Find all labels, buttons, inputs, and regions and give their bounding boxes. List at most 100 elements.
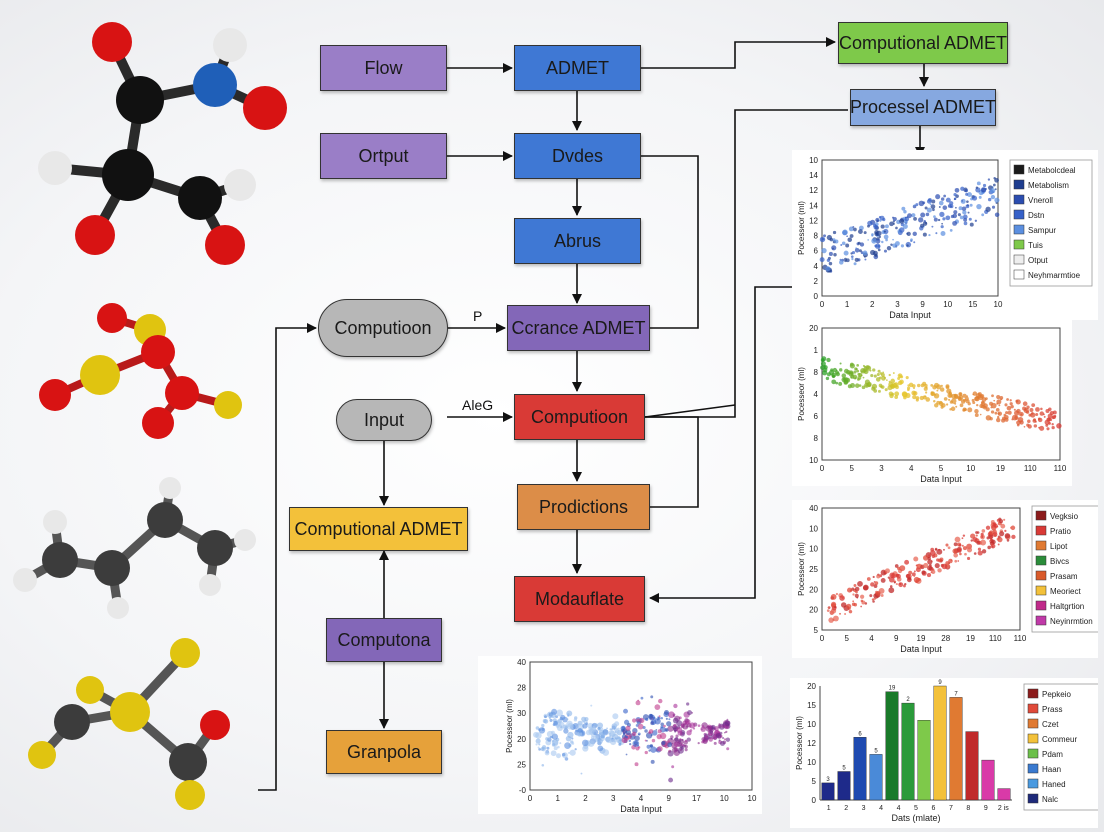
- chart3-point: [854, 586, 860, 592]
- chart1-legend-swatch: [1013, 254, 1025, 265]
- chart3-point: [1010, 525, 1016, 531]
- chart3-point: [954, 536, 961, 543]
- node-computional-admet-left[interactable]: Computional ADMET: [289, 507, 468, 551]
- chart4-point: [684, 748, 688, 752]
- chart1-point: [926, 207, 932, 213]
- node-dvdes[interactable]: Dvdes: [514, 133, 641, 179]
- chart5-x-tick: 2: [844, 805, 848, 812]
- chart3-legend-swatch: [1035, 540, 1047, 551]
- chart2-point: [860, 370, 863, 373]
- chart3-point: [888, 576, 895, 583]
- chart2-y-tick: 1: [814, 346, 819, 355]
- chart2-point: [930, 391, 934, 394]
- node-admet[interactable]: ADMET: [514, 45, 641, 91]
- chart4-point: [642, 726, 646, 730]
- chart4-point: [566, 710, 573, 717]
- chart4-point: [562, 752, 566, 757]
- node-ortput[interactable]: Ortput: [320, 133, 447, 179]
- node-input-label: Input: [363, 409, 405, 430]
- chart2-point: [825, 376, 830, 381]
- chart2-point: [820, 365, 825, 370]
- chart3-point: [852, 600, 855, 603]
- node-abrus[interactable]: Abrus: [514, 218, 641, 264]
- chart3-legend-swatch: [1035, 615, 1047, 626]
- chart5-x-tick: 4: [897, 805, 901, 812]
- chart4-point: [644, 750, 648, 755]
- chart4-point: [701, 737, 706, 742]
- chart1-legend-swatch: [1013, 224, 1025, 235]
- chart3-point: [846, 603, 852, 609]
- chart5-legend-swatch: [1027, 718, 1039, 729]
- chart2-point: [1006, 405, 1012, 411]
- chart1-point: [987, 178, 991, 181]
- chart1-point: [985, 206, 991, 212]
- chart2-point: [1013, 408, 1016, 411]
- chart3-point: [852, 593, 855, 596]
- chart4-point: [710, 724, 716, 730]
- chart1-point: [873, 225, 879, 230]
- chart1-point: [863, 231, 867, 235]
- chart5-legend-box: [1023, 683, 1098, 811]
- node-computioon-pill[interactable]: Computioon: [318, 299, 448, 357]
- chart2-point: [1056, 423, 1062, 429]
- chart2-point: [838, 381, 843, 386]
- chart4-point: [667, 725, 674, 732]
- chart3-point: [911, 572, 916, 577]
- node-computona[interactable]: Computona: [326, 618, 442, 662]
- chart2-point: [991, 394, 994, 398]
- chart2-point: [925, 397, 931, 402]
- chart3-point: [913, 576, 920, 583]
- chart3-point: [937, 568, 942, 573]
- chart5-y-label: Pocesseor (ml): [795, 716, 804, 770]
- chart4-point: [725, 730, 728, 734]
- node-computioon[interactable]: Computioon: [514, 394, 645, 440]
- chart1-y-tick: 12: [809, 186, 818, 195]
- chart3-point: [980, 539, 987, 546]
- node-prodictions[interactable]: Prodictions: [517, 484, 650, 530]
- chart4-point: [564, 742, 571, 750]
- node-flow[interactable]: Flow: [320, 45, 447, 91]
- chart4-point: [685, 720, 690, 725]
- chart4-point: [590, 704, 593, 707]
- chart1-point: [926, 199, 932, 204]
- chart5-x-tick: 5: [914, 805, 918, 812]
- chart2-point: [884, 388, 888, 392]
- chart2-point: [1005, 411, 1009, 415]
- node-modauflate[interactable]: Modauflate: [514, 576, 645, 622]
- chart4-point: [582, 723, 588, 729]
- node-granpola[interactable]: Granpola: [326, 730, 442, 774]
- chart2-point: [997, 412, 1000, 415]
- node-crance-admet[interactable]: Ccrance ADMET: [507, 305, 650, 351]
- node-computional-admet-left-label: Computional ADMET: [294, 518, 463, 539]
- chart2-point: [913, 387, 915, 390]
- chart5-y-tick: 20: [807, 682, 816, 691]
- chart4-point: [671, 765, 675, 769]
- chart3-point: [921, 565, 924, 568]
- chart4-y-tick: -0: [519, 786, 527, 795]
- chart2-point: [1042, 413, 1045, 416]
- chart4-point: [660, 722, 664, 727]
- chart2-point: [890, 383, 895, 389]
- chart4-point: [660, 725, 664, 729]
- chart3-point: [985, 525, 991, 530]
- chart4-point: [617, 736, 621, 740]
- chart2-point: [902, 391, 908, 398]
- node-processel-admet[interactable]: Processel ADMET: [850, 89, 996, 126]
- chart3-point: [916, 563, 921, 568]
- chart3-plot-frame: [821, 507, 1021, 631]
- chart4-point: [660, 717, 664, 720]
- node-input[interactable]: Input: [336, 399, 432, 441]
- chart3-point: [869, 594, 873, 598]
- chart2-point: [1029, 408, 1034, 413]
- chart4-point: [670, 737, 673, 740]
- chart3-point: [1003, 518, 1006, 521]
- chart4-point: [615, 729, 620, 734]
- node-computional-admet-top[interactable]: Computional ADMET: [838, 22, 1008, 64]
- chart1-point: [854, 248, 860, 253]
- node-modauflate-label: Modauflate: [534, 588, 625, 609]
- chart2-point: [940, 405, 944, 409]
- chart4-point: [637, 744, 640, 747]
- chart2-point: [939, 387, 945, 392]
- chart3-point: [976, 531, 980, 534]
